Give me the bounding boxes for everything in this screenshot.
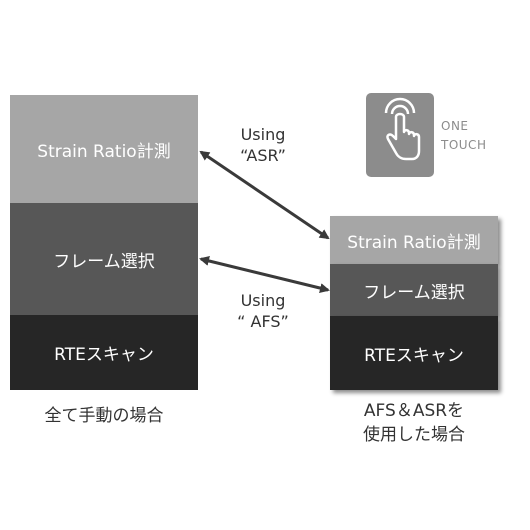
- afs-label-line1: Using: [240, 291, 286, 310]
- right-caption-line2: 使用した場合: [363, 425, 465, 445]
- right-frame-select-label: フレーム選択: [363, 282, 465, 303]
- afs-label-line2: “ AFS”: [237, 312, 289, 331]
- right-frame-select-block: フレーム選択: [330, 264, 498, 316]
- asr-arrow: [199, 150, 330, 240]
- right-caption-line1: AFS＆ASRを: [363, 401, 465, 421]
- right-strain-ratio-label: Strain Ratio計測: [347, 232, 481, 253]
- left-rte-scan-block: RTEスキャン: [10, 315, 198, 390]
- left-strain-ratio-block: Strain Ratio計測: [10, 95, 198, 203]
- left-caption: 全て手動の場合: [44, 406, 164, 426]
- one-touch-badge: [366, 93, 434, 177]
- right-rte-scan-block: RTEスキャン: [330, 316, 498, 390]
- hand-tap-icon: [384, 97, 421, 161]
- asr-label-line2: “ASR”: [240, 146, 286, 165]
- one-touch-line1: ONE: [441, 119, 469, 133]
- afs-label: Using “ AFS”: [228, 290, 298, 332]
- asr-label: Using “ASR”: [228, 124, 298, 166]
- right-caption: AFS＆ASRを 使用した場合: [330, 399, 498, 447]
- left-frame-select-label: フレーム選択: [53, 251, 155, 272]
- left-rte-scan-label: RTEスキャン: [54, 345, 154, 365]
- asr-label-line1: Using: [240, 125, 286, 144]
- right-strain-ratio-block: Strain Ratio計測: [330, 216, 498, 264]
- left-strain-ratio-label: Strain Ratio計測: [37, 141, 171, 162]
- one-touch-line2: TOUCH: [441, 138, 487, 152]
- one-touch-label: ONE TOUCH: [441, 117, 486, 155]
- right-rte-scan-label: RTEスキャン: [364, 345, 464, 366]
- afs-arrow: [199, 256, 330, 293]
- left-frame-select-block: フレーム選択: [10, 203, 198, 315]
